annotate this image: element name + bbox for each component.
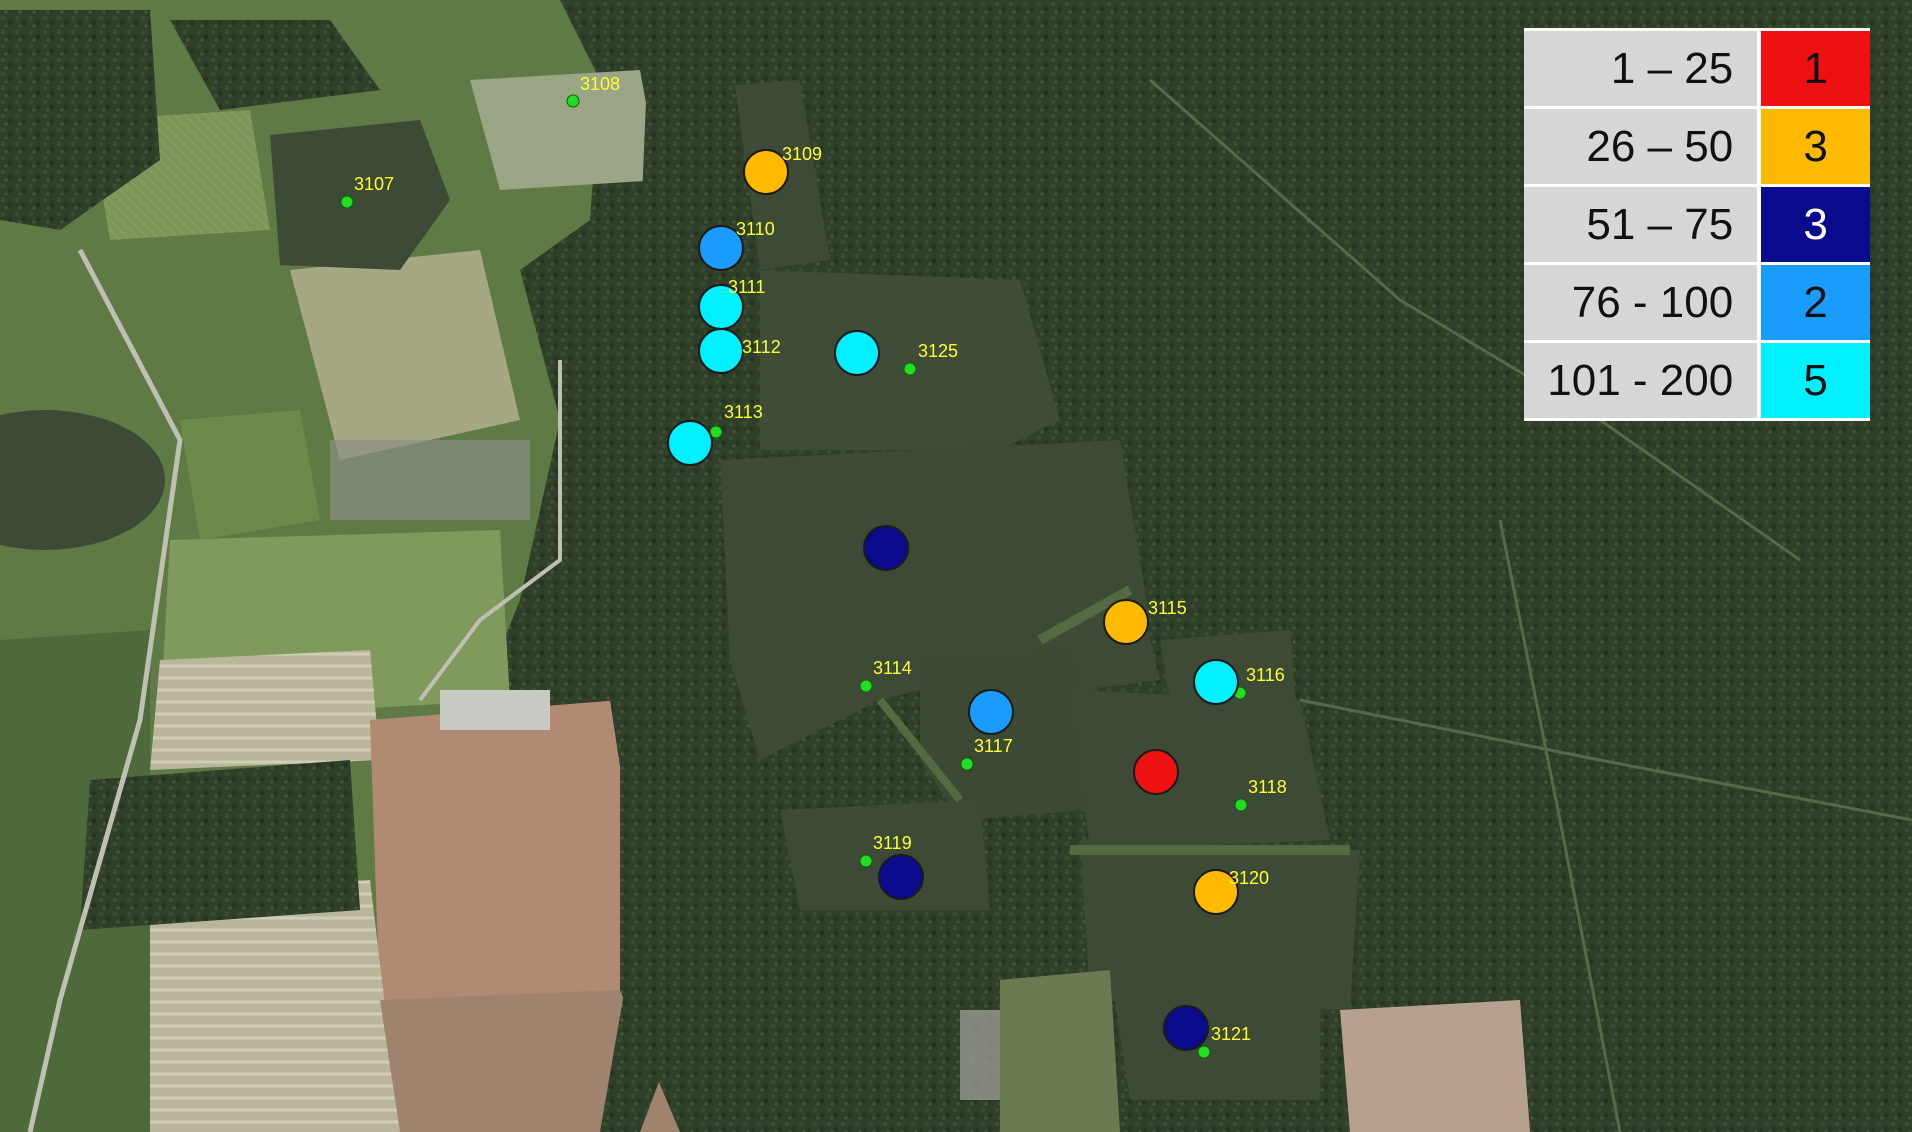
abundance-marker[interactable] <box>1193 659 1239 705</box>
abundance-marker[interactable] <box>1133 749 1179 795</box>
pond <box>270 120 450 270</box>
station-label: 3117 <box>974 736 1013 756</box>
legend-count: 2 <box>1757 265 1870 340</box>
station-label: 3111 <box>728 277 765 297</box>
station-label: 3121 <box>1211 1024 1251 1044</box>
abundance-markers-layer <box>667 149 1239 1051</box>
station-label: 3115 <box>1148 598 1187 618</box>
abundance-marker[interactable] <box>863 525 909 571</box>
station-label: 3108 <box>580 74 620 94</box>
legend-count: 1 <box>1757 31 1870 106</box>
station-label: 3114 <box>873 658 912 678</box>
pond <box>720 440 1150 760</box>
legend-range: 101 - 200 <box>1524 343 1758 418</box>
pond <box>1110 970 1320 1100</box>
abundance-marker[interactable] <box>1103 599 1149 645</box>
station-dot[interactable] <box>1197 1045 1211 1059</box>
abundance-marker[interactable] <box>743 149 789 195</box>
station-label: 3116 <box>1246 665 1285 685</box>
legend-range: 76 - 100 <box>1524 265 1758 340</box>
abundance-marker[interactable] <box>1193 869 1239 915</box>
pond <box>1080 840 1360 1010</box>
abundance-marker[interactable] <box>1163 1005 1209 1051</box>
station-label: 3109 <box>782 144 822 164</box>
abundance-marker[interactable] <box>667 420 713 466</box>
station-dot[interactable] <box>859 854 873 868</box>
legend-range: 1 – 25 <box>1524 31 1758 106</box>
legend-count: 3 <box>1757 109 1870 184</box>
pond <box>1070 690 1330 850</box>
abundance-marker[interactable] <box>878 854 924 900</box>
station-label: 3118 <box>1248 777 1287 797</box>
station-label: 3110 <box>736 219 775 239</box>
station-dot[interactable] <box>960 757 974 771</box>
abundance-marker[interactable] <box>698 328 744 374</box>
legend-count: 5 <box>1757 343 1870 418</box>
station-dot[interactable] <box>903 362 917 376</box>
station-label: 3120 <box>1229 868 1269 888</box>
abundance-marker[interactable] <box>834 330 880 376</box>
station-dot[interactable] <box>1234 798 1248 812</box>
legend-range: 26 – 50 <box>1524 109 1758 184</box>
station-label: 3125 <box>918 341 958 361</box>
pond <box>760 270 1060 450</box>
station-label: 3112 <box>742 337 781 357</box>
abundance-marker[interactable] <box>968 689 1014 735</box>
station-label: 3119 <box>873 833 912 853</box>
station-label: 3113 <box>724 402 763 422</box>
station-dot[interactable] <box>566 94 580 108</box>
station-dots-layer <box>340 94 1248 1059</box>
station-labels-layer: 3107 3108 3109 3110 3111 3112 3113 3114 3115 3116… <box>354 74 1287 1044</box>
station-label: 3107 <box>354 174 394 194</box>
abundance-marker[interactable] <box>698 225 744 271</box>
legend-range: 51 – 75 <box>1524 187 1758 262</box>
station-dot[interactable] <box>340 195 354 209</box>
legend-count: 3 <box>1757 187 1870 262</box>
pond <box>920 650 1100 820</box>
pond <box>780 800 990 910</box>
station-dot[interactable] <box>859 679 873 693</box>
